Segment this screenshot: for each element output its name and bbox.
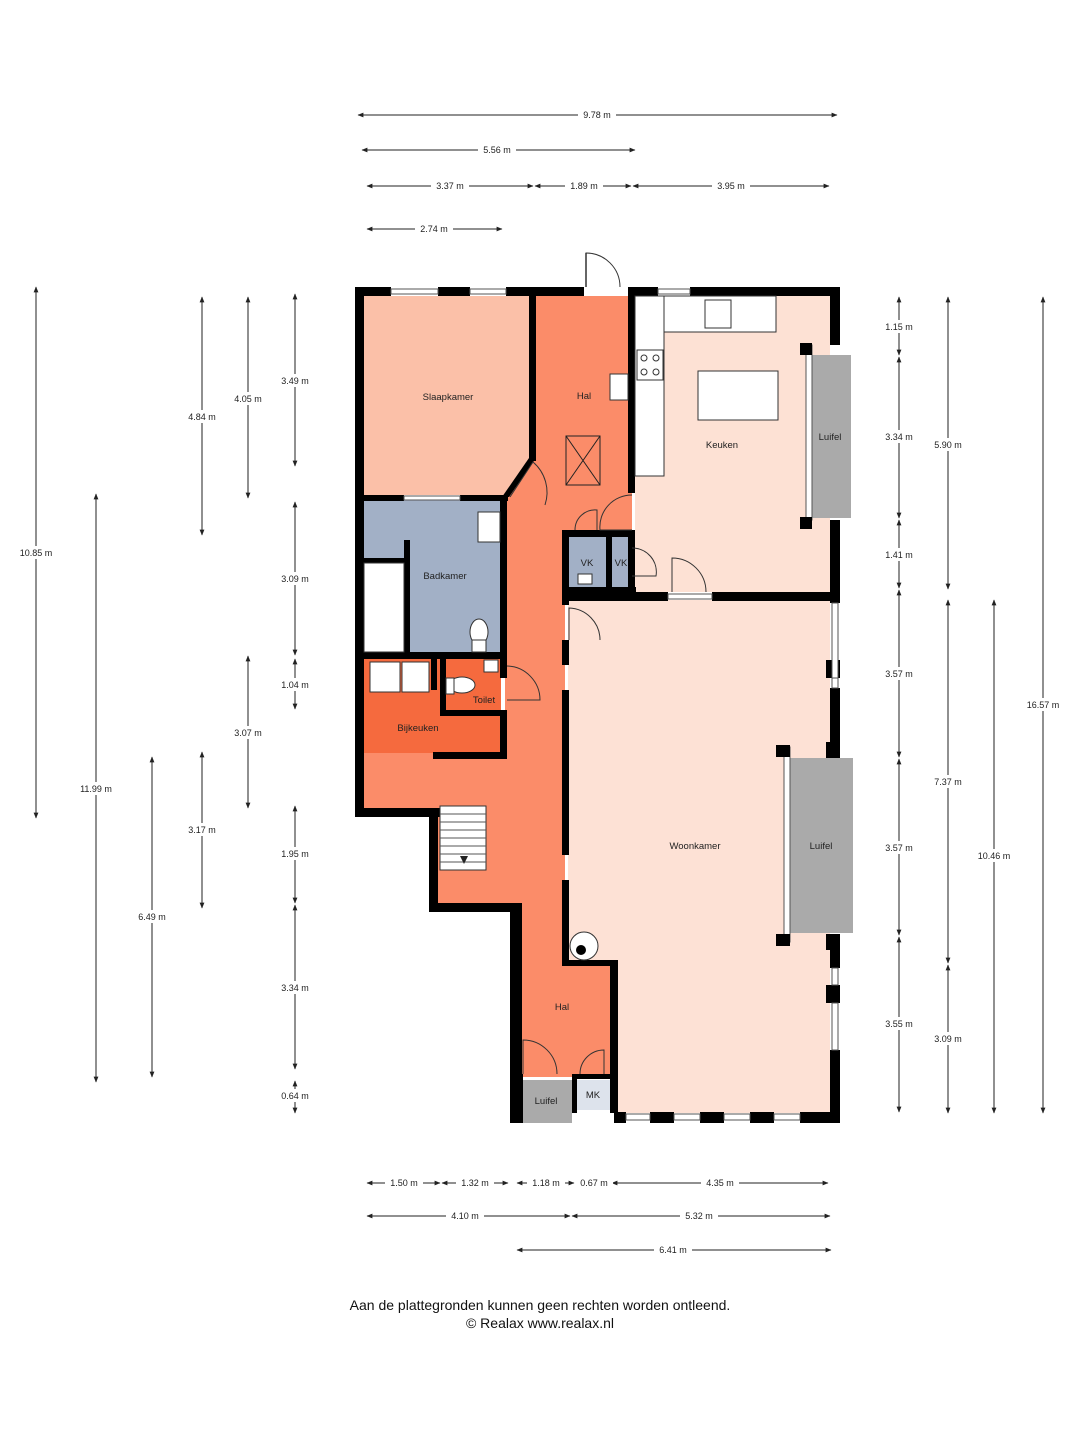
room-woonkamer — [568, 600, 830, 1113]
label-vk-1: VK — [581, 558, 594, 569]
dim-left-3-17: 3.17 m — [188, 825, 216, 835]
label-luifel-entrance: Luifel — [535, 1096, 558, 1107]
walls — [355, 287, 840, 1123]
door-entrance — [522, 1039, 558, 1075]
dryer — [401, 661, 430, 693]
dim-left-3-09: 3.09 m — [281, 574, 309, 584]
dim-right-3-34: 3.34 m — [885, 432, 913, 442]
dim-top-total: 9.78 m — [583, 110, 611, 120]
room-vk-2 — [612, 537, 632, 587]
room-fills — [363, 296, 853, 1123]
doors — [506, 252, 707, 1075]
dim-bottom-1-50: 1.50 m — [390, 1178, 418, 1188]
copyright-text: © Realax www.realax.nl — [465, 1315, 615, 1331]
label-bijkeuken: Bijkeuken — [397, 723, 438, 734]
label-luifel-keuken: Luifel — [819, 432, 842, 443]
washing-machine — [369, 661, 401, 693]
bath-shower — [363, 562, 405, 653]
dim-left-3-49: 3.49 m — [281, 376, 309, 386]
stair-hatch — [565, 435, 601, 486]
label-badkamer: Badkamer — [423, 571, 466, 582]
room-keuken — [635, 296, 830, 592]
room-labels: Slaapkamer Hal Keuken Luifel Badkamer VK… — [397, 391, 841, 1107]
dim-left-3-07: 3.07 m — [234, 728, 262, 738]
kitchen-hob — [636, 349, 664, 381]
room-slaapkamer — [363, 296, 533, 495]
door-mk — [579, 1049, 605, 1075]
door-keuken — [599, 494, 633, 531]
dim-top-3-37: 3.37 m — [436, 181, 464, 191]
luifel-keuken — [810, 355, 851, 518]
kitchen-sink — [704, 299, 732, 329]
door-woonkamer-top — [671, 557, 707, 593]
hal-sink — [609, 373, 629, 401]
dim-top-5-56: 5.56 m — [483, 145, 511, 155]
dim-right-1-15: 1.15 m — [885, 322, 913, 332]
kitchen-island — [697, 370, 779, 421]
luifel-woonkamer — [788, 758, 853, 933]
label-slaapkamer: Slaapkamer — [423, 392, 474, 403]
wc-basin — [483, 659, 499, 673]
disclaimer-text: Aan de plattegronden kunnen geen rechten… — [349, 1297, 731, 1313]
dim-left-1-95: 1.95 m — [281, 849, 309, 859]
dim-bottom-1-18: 1.18 m — [532, 1178, 560, 1188]
dim-left-1-04: 1.04 m — [281, 680, 309, 690]
dim-right-1-41: 1.41 m — [885, 550, 913, 560]
dim-bottom-6-41: 6.41 m — [659, 1245, 687, 1255]
dim-top-3-95: 3.95 m — [717, 181, 745, 191]
label-vk-2: VK — [615, 558, 628, 569]
dim-left-6-49: 6.49 m — [138, 912, 166, 922]
dim-bottom-4-35: 4.35 m — [706, 1178, 734, 1188]
door-slaapkamer — [509, 461, 548, 506]
dim-right-7-37: 7.37 m — [934, 777, 962, 787]
dim-right-3-55: 3.55 m — [885, 1019, 913, 1029]
door-front-top — [585, 252, 621, 288]
dim-top-2-74: 2.74 m — [420, 224, 448, 234]
dim-right-16-57: 16.57 m — [1027, 700, 1060, 710]
door-vk-1 — [574, 509, 598, 531]
door-vk-2 — [631, 547, 657, 577]
dim-right-5-90: 5.90 m — [934, 440, 962, 450]
dim-left-0-64: 0.64 m — [281, 1091, 309, 1101]
dim-left-4-84: 4.84 m — [188, 412, 216, 422]
dim-right-10-46: 10.46 m — [978, 851, 1011, 861]
kitchen-counter-left — [634, 295, 665, 477]
label-woonkamer: Woonkamer — [669, 841, 720, 852]
label-keuken: Keuken — [706, 440, 738, 451]
dim-left-10-85: 10.85 m — [20, 548, 53, 558]
label-hal-top: Hal — [577, 391, 591, 402]
label-hal-bottom: Hal — [555, 1002, 569, 1013]
dim-left-4-05: 4.05 m — [234, 394, 262, 404]
room-mk — [576, 1080, 610, 1110]
dim-right-3-09: 3.09 m — [934, 1034, 962, 1044]
dim-top-1-89: 1.89 m — [570, 181, 598, 191]
luifel-entrance — [520, 1080, 572, 1123]
dim-bottom-5-32: 5.32 m — [685, 1211, 713, 1221]
dimension-labels: 9.78 m 5.56 m 3.37 m 1.89 m 3.95 m 2.74 … — [16, 108, 1063, 1256]
dim-bottom-4-10: 4.10 m — [451, 1211, 479, 1221]
dim-bottom-1-32: 1.32 m — [461, 1178, 489, 1188]
bath-sink — [477, 511, 501, 543]
dim-right-3-57-b: 3.57 m — [885, 843, 913, 853]
door-toilet — [506, 665, 541, 701]
dim-right-3-57-a: 3.57 m — [885, 669, 913, 679]
dim-left-11-99: 11.99 m — [80, 784, 112, 794]
dim-left-3-34: 3.34 m — [281, 983, 309, 993]
door-hal-woonkamer — [568, 607, 601, 641]
label-mk: MK — [586, 1090, 601, 1101]
dim-bottom-0-67: 0.67 m — [580, 1178, 608, 1188]
window-posts — [776, 343, 840, 950]
label-luifel-woonkamer: Luifel — [810, 841, 833, 852]
fixtures — [363, 295, 779, 961]
label-toilet: Toilet — [473, 695, 496, 706]
